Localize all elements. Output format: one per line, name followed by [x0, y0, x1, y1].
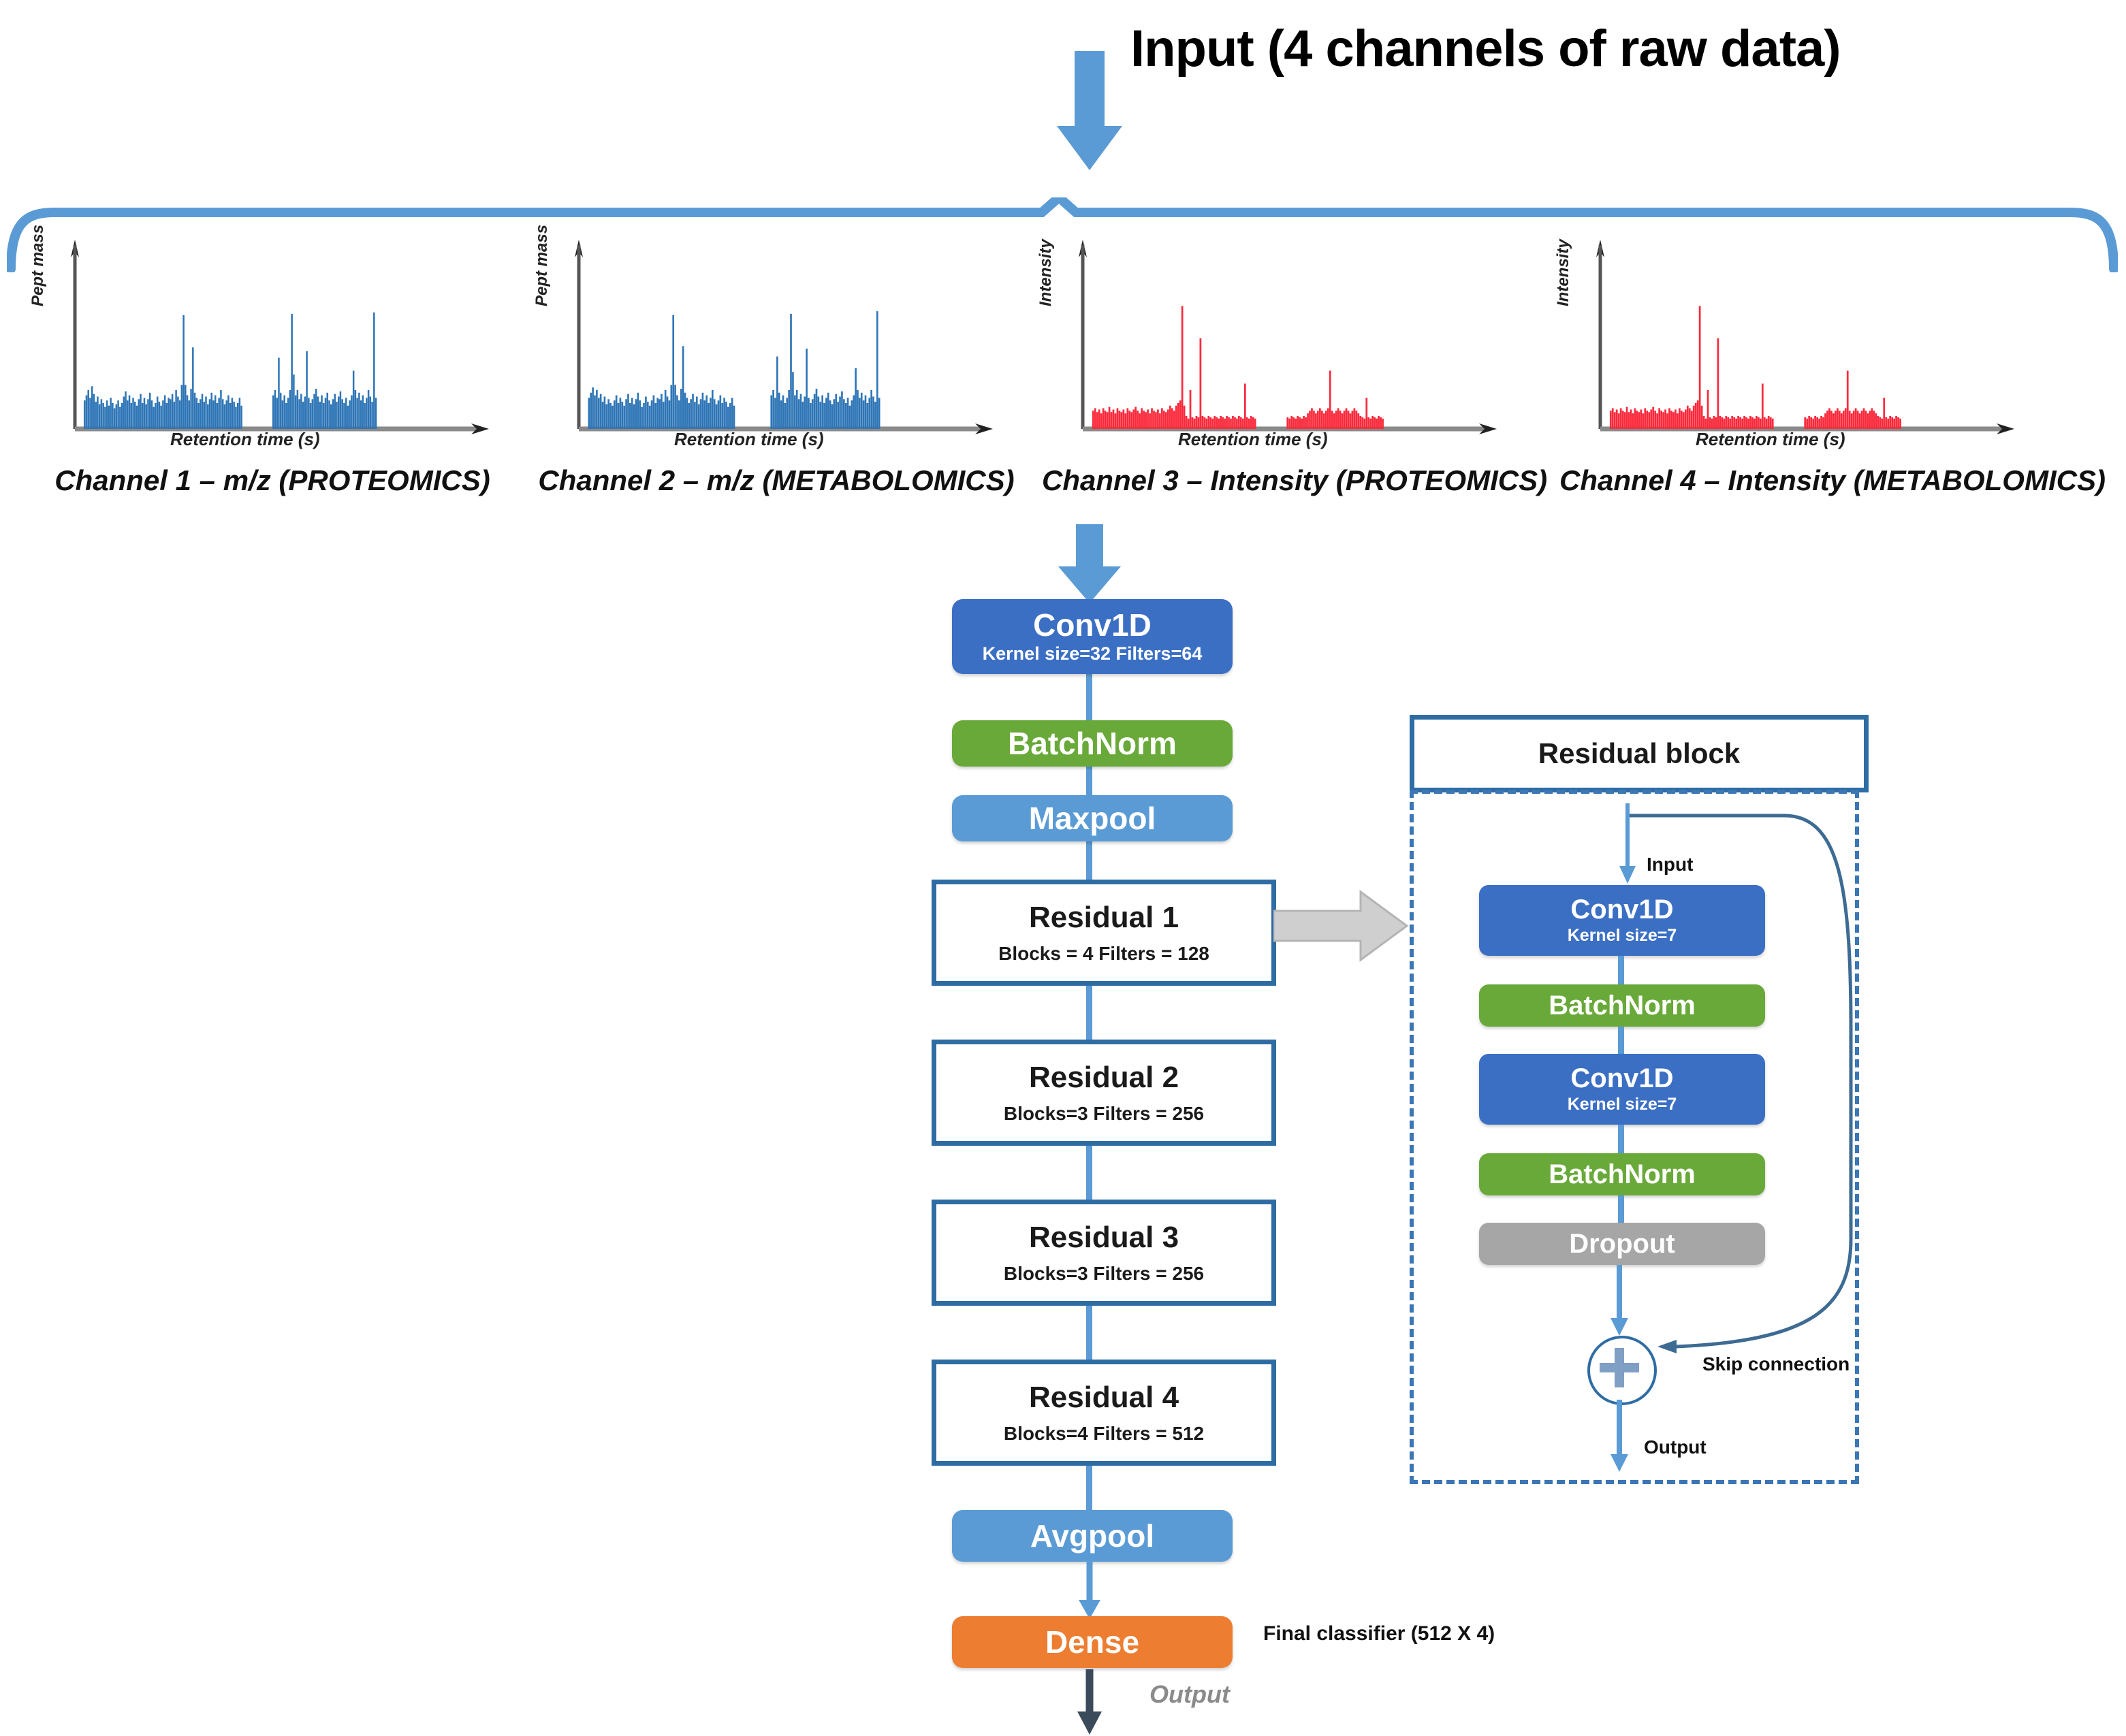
residual-3-params: Blocks=3 Filters = 256 [1003, 1263, 1205, 1284]
residual-3-block[interactable]: Residual 3 Blocks=3 Filters = 256 [932, 1200, 1276, 1306]
dropout-to-add-arrow-icon [1611, 1265, 1628, 1336]
y-axis-label-1: Pept mass [29, 224, 47, 306]
residual-input-arrow-icon [1619, 803, 1636, 884]
channel-chart-2 [575, 240, 993, 434]
batchnorm-block[interactable]: BatchNorm [952, 720, 1233, 767]
conv1d-title: Conv1D [1033, 607, 1152, 643]
residual-output-label: Output [1644, 1436, 1707, 1458]
pipeline-output-label: Output [1149, 1680, 1230, 1708]
connector-rb-conv2-bn2 [1618, 1125, 1624, 1153]
channel-brace [7, 197, 2118, 272]
channel-caption-2: Channel 2 – m/z (METABOLOMICS) [538, 464, 1015, 496]
residual-1-params: Blocks = 4 Filters = 128 [998, 943, 1209, 964]
residual-dropout[interactable]: Dropout [1479, 1223, 1765, 1265]
channel-panel-1: Pept mass Retention time (s) Channel 1 –… [29, 225, 511, 538]
channels-to-conv-arrow-icon [1058, 524, 1121, 603]
residual-conv1d-1-params: Kernel size=7 [1567, 926, 1677, 945]
skip-connection-label: Skip connection [1702, 1353, 1850, 1375]
residual-2-title: Residual 2 [1028, 1061, 1179, 1094]
residual-block-header: Residual block [1410, 715, 1869, 792]
chart-axes-4 [1596, 240, 2014, 434]
residual-conv1d-1[interactable]: Conv1D Kernel size=7 [1479, 885, 1765, 956]
residual-1-title: Residual 1 [1028, 901, 1179, 934]
residual-conv1d-2-params: Kernel size=7 [1567, 1095, 1677, 1114]
connector-res1-res2 [1086, 974, 1092, 1048]
residual-3-title: Residual 3 [1028, 1221, 1179, 1254]
connector-maxpool-res1 [1086, 834, 1092, 882]
channel-chart-4 [1596, 240, 2014, 434]
channel-caption-3: Channel 3 – Intensity (PROTEOMICS) [1042, 464, 1548, 496]
final-classifier-note: Final classifier (512 X 4) [1263, 1622, 1495, 1645]
dense-title: Dense [1045, 1624, 1140, 1660]
conv1d-block[interactable]: Conv1D Kernel size=32 Filters=64 [952, 599, 1233, 674]
expand-residual-arrow-icon [1273, 890, 1409, 962]
residual-batchnorm-2-title: BatchNorm [1549, 1159, 1696, 1189]
x-axis-label-3: Retention time (s) [1178, 429, 1328, 449]
residual-2-block[interactable]: Residual 2 Blocks=3 Filters = 256 [932, 1040, 1276, 1146]
maxpool-title: Maxpool [1028, 800, 1156, 836]
page-title: Input (4 channels of raw data) [1130, 20, 1841, 78]
residual-4-block[interactable]: Residual 4 Blocks=4 Filters = 512 [932, 1360, 1276, 1466]
residual-conv1d-2[interactable]: Conv1D Kernel size=7 [1479, 1054, 1765, 1125]
maxpool-block[interactable]: Maxpool [952, 795, 1233, 841]
avgpool-block[interactable]: Avgpool [952, 1510, 1233, 1562]
x-axis-label-4: Retention time (s) [1696, 429, 1845, 449]
channel-panel-3: Intensity Retention time (s) Channel 3 –… [1036, 225, 1548, 538]
channel-panel-4: Intensity Retention time (s) Channel 4 –… [1554, 225, 2106, 538]
residual-conv1d-1-title: Conv1D [1570, 895, 1674, 925]
input-arrow-icon [1057, 51, 1122, 170]
chart-axes-3 [1079, 240, 1497, 434]
residual-4-params: Blocks=4 Filters = 512 [1003, 1423, 1205, 1444]
residual-batchnorm-1[interactable]: BatchNorm [1479, 984, 1765, 1027]
channel-caption-1: Channel 1 – m/z (PROTEOMICS) [54, 464, 490, 496]
residual-conv1d-2-title: Conv1D [1570, 1063, 1674, 1093]
batchnorm-title: BatchNorm [1008, 725, 1177, 761]
connector-rb-conv1-bn1 [1618, 956, 1624, 984]
residual-4-title: Residual 4 [1028, 1381, 1179, 1414]
y-axis-label-2: Pept mass [533, 224, 551, 306]
avgpool-to-dense-arrow-icon [1079, 1562, 1100, 1619]
residual-input-label: Input [1647, 854, 1694, 875]
residual-1-block[interactable]: Residual 1 Blocks = 4 Filters = 128 [932, 880, 1276, 986]
connector-rb-bn1-conv2 [1618, 1027, 1624, 1054]
output-arrow-icon [1077, 1669, 1102, 1735]
connector-res2-res3 [1086, 1134, 1092, 1208]
connector-conv-batchnorm [1086, 671, 1092, 725]
connector-rb-bn2-dropout [1618, 1195, 1624, 1223]
channel-chart-3 [1079, 240, 1497, 434]
plus-icon [1600, 1348, 1639, 1387]
residual-2-params: Blocks=3 Filters = 256 [1003, 1103, 1205, 1124]
channel-chart-1 [71, 240, 489, 434]
avgpool-title: Avgpool [1030, 1517, 1155, 1554]
residual-batchnorm-2[interactable]: BatchNorm [1479, 1153, 1765, 1195]
y-axis-label-3: Intensity [1036, 239, 1055, 306]
x-axis-label-2: Retention time (s) [674, 429, 824, 449]
y-axis-label-4: Intensity [1554, 239, 1572, 306]
residual-batchnorm-1-title: BatchNorm [1549, 991, 1696, 1020]
connector-res4-avgpool [1086, 1453, 1092, 1515]
residual-dropout-title: Dropout [1569, 1229, 1675, 1259]
residual-block-container [1410, 790, 1859, 1484]
dense-block[interactable]: Dense [952, 1616, 1233, 1668]
channel-caption-4: Channel 4 – Intensity (METABOLOMICS) [1559, 464, 2106, 496]
conv1d-params: Kernel size=32 Filters=64 [982, 643, 1203, 664]
connector-res3-res4 [1086, 1293, 1092, 1368]
skip-connection-path [1628, 814, 1853, 1353]
channel-panel-2: Pept mass Retention time (s) Channel 2 –… [533, 225, 1015, 538]
connector-batchnorm-maxpool [1086, 759, 1092, 807]
residual-output-arrow-icon [1611, 1400, 1628, 1472]
x-axis-label-1: Retention time (s) [170, 429, 320, 449]
